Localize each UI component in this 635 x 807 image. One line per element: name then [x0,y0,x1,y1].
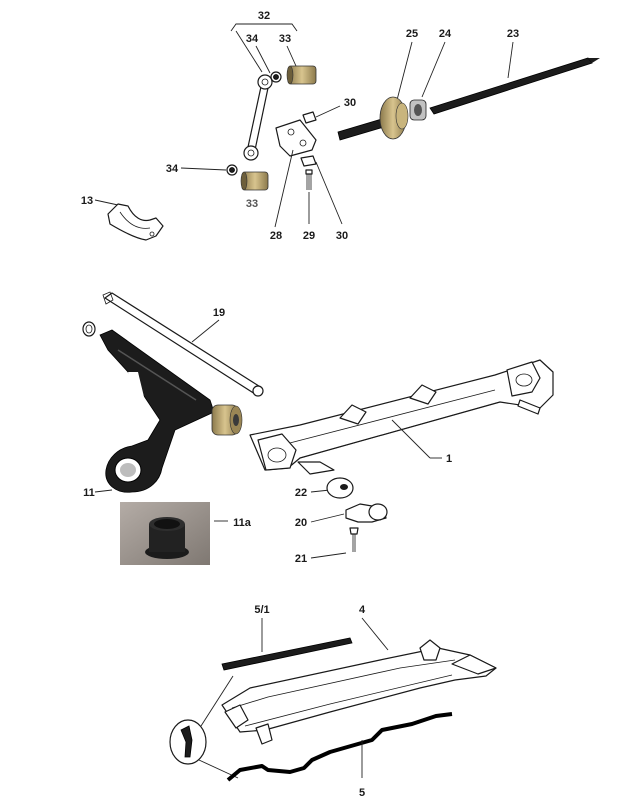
anti-roll-bar-23 [337,57,600,141]
callout-11a: 11a [233,517,252,529]
callout-11: 11 [83,487,95,499]
callout-34-top: 34 [246,33,259,45]
link-rod-32 [243,74,273,161]
bushing-33-top [286,65,317,85]
bushing-25 [379,96,409,140]
collar-24 [409,99,427,121]
arm-bushing [211,404,243,436]
seal-profile-5 [226,712,453,782]
pivot-rod-19 [102,291,264,397]
detail-magnifier [169,675,239,779]
bushing-33-bottom [240,171,269,191]
clamp-13 [107,203,164,241]
crossmember-1 [249,359,554,475]
callout-29: 29 [303,230,315,242]
clip-30-top [302,111,317,124]
clip-30-bottom [300,155,317,167]
callout-28: 28 [270,230,282,242]
callout-22: 22 [295,487,307,499]
callout-32: 32 [258,10,270,22]
callout-30-bottom: 30 [336,230,348,242]
callout-13: 13 [81,195,93,207]
seal-strip-5-1 [221,637,353,671]
circlip [82,321,96,337]
nut-34-top [270,71,282,83]
bush-22 [326,477,354,499]
bushing-photo-11a [120,502,210,565]
callout-5: 5 [359,787,365,799]
callout-25: 25 [406,28,418,40]
callout-21: 21 [295,553,307,565]
callout-30-top: 30 [344,97,356,109]
bracket-20 [345,503,388,523]
callout-24: 24 [439,28,452,40]
callout-1: 1 [446,453,452,465]
callout-34-left: 34 [166,163,179,175]
callout-4: 4 [359,604,366,616]
nut-34-left [226,164,238,176]
bracket-28 [275,119,317,157]
callout-20: 20 [295,517,307,529]
callout-33-bottom: 33 [246,198,258,210]
bolt-29 [305,169,313,190]
undertray-4 [221,639,497,745]
callout-33-top: 33 [279,33,291,45]
callout-5-1: 5/1 [254,604,269,616]
callout-19: 19 [213,307,225,319]
control-arm-11 [99,329,215,493]
bracket-32 [230,23,298,73]
callout-23: 23 [507,28,519,40]
bolt-21 [349,527,359,552]
